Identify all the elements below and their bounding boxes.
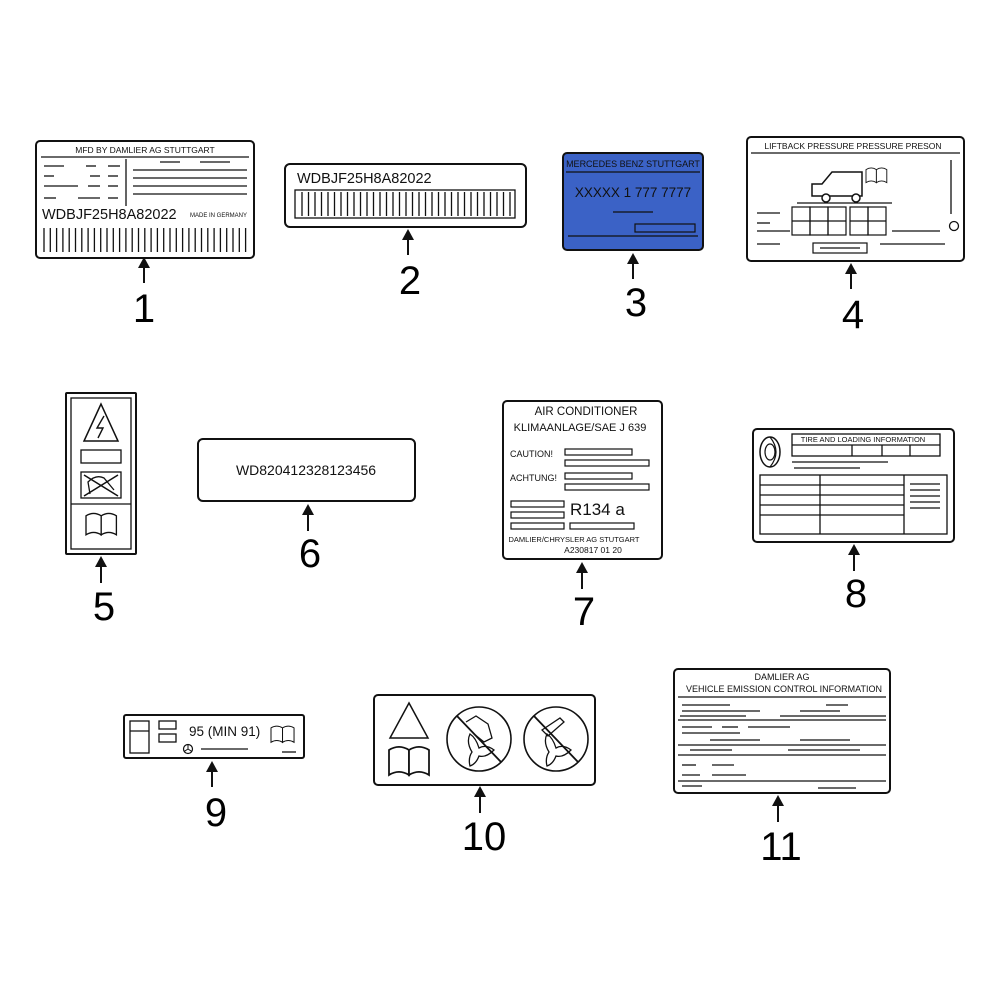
manual-book-icon bbox=[388, 746, 430, 776]
callout-number-7: 7 bbox=[573, 590, 595, 634]
callout-arrow-8: 8 bbox=[845, 544, 867, 616]
callout-number-3: 3 bbox=[625, 281, 647, 325]
label-2-vin: WDBJF25H8A82022 bbox=[297, 171, 432, 187]
label-1-title: MFD BY DAMLIER AG STUTTGART bbox=[75, 145, 214, 155]
no-tool-fan-icon bbox=[523, 706, 589, 772]
callout-arrow-11: 11 bbox=[760, 795, 802, 869]
callout-number-6: 6 bbox=[299, 532, 321, 576]
label-7-part-number: A230817 01 20 bbox=[564, 545, 622, 555]
label-8-title: TIRE AND LOADING INFORMATION bbox=[801, 435, 925, 444]
callout-number-11: 11 bbox=[760, 825, 802, 869]
label-2-vin-barcode-label[interactable]: WDBJF25H8A82022 bbox=[284, 163, 527, 228]
manual-book-icon bbox=[270, 725, 295, 743]
label-3-code: XXXXX 1 777 7777 bbox=[575, 185, 691, 200]
tire-icon bbox=[759, 436, 781, 468]
callout-arrow-10: 10 bbox=[462, 786, 507, 859]
callout-arrow-5: 5 bbox=[93, 556, 115, 629]
label-5-hazard-warning-label[interactable] bbox=[65, 392, 137, 555]
callout-arrow-4: 4 bbox=[842, 263, 864, 337]
callout-arrow-6: 6 bbox=[299, 504, 321, 576]
label-8-tire-loading-label[interactable]: TIRE AND LOADING INFORMATION bbox=[752, 428, 955, 543]
label-10-fan-warning-label[interactable] bbox=[373, 694, 596, 786]
label-11-title-1: DAMLIER AG bbox=[754, 672, 809, 682]
vehicle-icon bbox=[811, 171, 863, 203]
label-3-title: MERCEDES BENZ STUTTGART bbox=[566, 159, 700, 169]
no-open-flame-icon bbox=[80, 471, 122, 499]
label-4-liftback-pressure-label[interactable]: LIFTBACK PRESSURE PRESSURE PRESON bbox=[746, 136, 965, 262]
mercedes-star-icon bbox=[182, 743, 194, 755]
label-9-fuel-rating: 95 (MIN 91) bbox=[189, 724, 260, 739]
label-7-caution: CAUTION! bbox=[510, 449, 553, 459]
manual-book-icon bbox=[865, 167, 888, 184]
callout-number-4: 4 bbox=[842, 293, 864, 337]
label-3-blue-plate[interactable]: MERCEDES BENZ STUTTGART XXXXX 1 777 7777 bbox=[562, 152, 704, 251]
label-11-title-2: VEHICLE EMISSION CONTROL INFORMATION bbox=[686, 684, 882, 694]
callout-number-1: 1 bbox=[133, 287, 155, 331]
callout-arrow-9: 9 bbox=[205, 761, 227, 835]
no-hand-fan-icon bbox=[446, 706, 512, 772]
callout-number-8: 8 bbox=[845, 572, 867, 616]
electric-hazard-icon bbox=[82, 402, 120, 442]
warning-triangle-icon bbox=[388, 701, 430, 739]
callout-arrow-7: 7 bbox=[573, 562, 595, 634]
label-11-emission-control-label[interactable]: DAMLIER AG VEHICLE EMISSION CONTROL INFO… bbox=[673, 668, 891, 794]
label-1-vin: WDBJF25H8A82022 bbox=[42, 207, 177, 223]
callout-number-5: 5 bbox=[93, 585, 115, 629]
callout-arrow-3: 3 bbox=[625, 253, 647, 325]
label-7-refrigerant: R134 a bbox=[570, 500, 625, 519]
label-7-title-1: AIR CONDITIONER bbox=[535, 406, 638, 418]
callout-arrow-1: 1 bbox=[133, 257, 155, 331]
callout-number-9: 9 bbox=[205, 791, 227, 835]
callout-number-2: 2 bbox=[399, 259, 421, 303]
callout-arrow-2: 2 bbox=[399, 229, 421, 303]
label-4-title: LIFTBACK PRESSURE PRESSURE PRESON bbox=[764, 141, 941, 151]
label-7-title-2: KLIMAANLAGE/SAE J 639 bbox=[514, 422, 647, 434]
label-6-code: WD820412328123456 bbox=[236, 462, 376, 478]
label-1-made-in: MADE IN GERMANY bbox=[190, 213, 247, 219]
label-6-code-label[interactable]: WD820412328123456 bbox=[197, 438, 416, 502]
callout-number-10: 10 bbox=[462, 815, 507, 859]
label-7-maker: DAMLIER/CHRYSLER AG STUTGART bbox=[508, 535, 639, 544]
label-7-air-conditioner-label[interactable]: AIR CONDITIONER KLIMAANLAGE/SAE J 639 CA… bbox=[502, 400, 663, 560]
manual-book-icon bbox=[85, 512, 118, 536]
label-9-fuel-label[interactable]: 95 (MIN 91) bbox=[123, 714, 305, 759]
label-7-achtung: ACHTUNG! bbox=[510, 473, 557, 483]
fuel-door-icon bbox=[129, 720, 150, 754]
label-1-vehicle-id-plate[interactable]: MFD BY DAMLIER AG STUTTGART WDBJF25H8A82… bbox=[35, 140, 255, 259]
